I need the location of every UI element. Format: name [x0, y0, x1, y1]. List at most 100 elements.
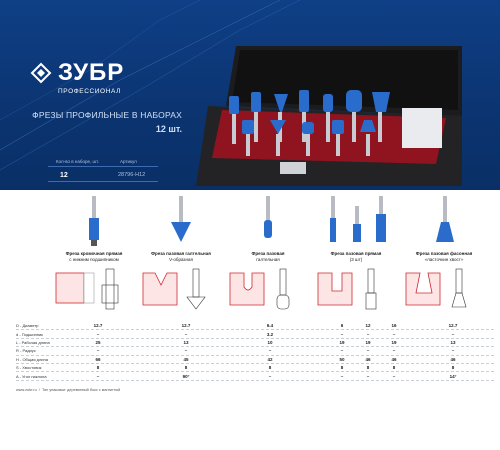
product-cove-groove-bit: Фреза пазовая галтельная [222, 196, 314, 310]
table-cell: 46 [391, 356, 397, 362]
table-cell: – [366, 331, 370, 337]
table-cell: – [268, 373, 272, 379]
table-cell: – [392, 348, 396, 354]
table-cell: – [96, 331, 100, 337]
zubr-logo-icon [30, 62, 52, 84]
table-cell: 16 [391, 323, 397, 329]
packaging-note: Тип упаковки: деревянный бокс с магнитно… [41, 388, 121, 392]
product-subname: «ласточкин хвост» [424, 257, 464, 262]
profile-drawing-icon [142, 268, 206, 310]
product-dovetail-bit: Фреза пазовая фасонная «ласточкин хвост» [398, 196, 490, 308]
product-name: Фреза кромочная прямая [65, 251, 123, 256]
banner: ЗУБР ПРОФЕССИОНАЛ ФРЕЗЫ ПРОФИЛЬНЫЕ В НАБ… [0, 0, 500, 190]
product-subname: галтельная [256, 257, 280, 262]
product-straight-groove-bits: Фреза пазовая прямая (3 шт) [310, 196, 402, 310]
table-cell: – [96, 348, 100, 354]
row-label: L - Рабочая длина [16, 339, 50, 345]
table-cell: 12.7 [448, 323, 458, 329]
table-cell: 8 [451, 365, 455, 371]
footer: www.zubr.ru / Тип упаковки: деревянный б… [16, 388, 121, 392]
table-cell: 3.2 [266, 331, 274, 337]
cove-bit-icon [264, 196, 272, 238]
table-row: L - Рабочая длина 25 13 10 19 19 19 13 [16, 339, 494, 348]
profile-drawing-icon [405, 268, 467, 308]
product-subname: V-образная [169, 257, 193, 262]
banner-decor [0, 0, 301, 171]
table-cell: 12.7 [181, 323, 191, 329]
table-row: S - Хвостовик 8 8 8 8 8 8 8 [16, 364, 494, 373]
profile-drawing-icon [229, 268, 290, 310]
row-label: d - Подшипник [16, 331, 43, 337]
table-cell: 46 [365, 356, 371, 362]
table-cell: 8 [268, 365, 272, 371]
table-cell: – [392, 373, 396, 379]
product-name: Фреза пазовая галтельная [151, 251, 211, 256]
table-cell: 10 [267, 339, 273, 345]
straight-bearing-bit-icon [89, 196, 99, 246]
table-cell: – [340, 331, 344, 337]
row-label: D - Диаметр [16, 323, 39, 329]
dovetail-bit-icon [436, 196, 454, 242]
row-label: S - Хвостовик [16, 365, 42, 371]
product-title: ФРЕЗЫ ПРОФИЛЬНЫЕ В НАБОРАХ [32, 110, 182, 120]
table-cell: 66 [95, 356, 101, 362]
profile-drawing-icon [317, 268, 377, 310]
table-cell: 19 [391, 339, 397, 345]
table-cell: 90° [182, 373, 190, 379]
qty-label: Кол-во в наборе, шт. [56, 159, 99, 164]
table-cell: 13 [183, 339, 189, 345]
website-link[interactable]: www.zubr.ru [16, 388, 37, 392]
row-label: H - Общая длина [16, 356, 48, 362]
qty-value: 12 [60, 172, 68, 179]
product-straight-edge-bit: Фреза кромочная прямая с нижним подшипни… [48, 196, 140, 310]
article-value: 28796-H12 [118, 172, 146, 178]
table-cell: 13 [450, 339, 456, 345]
router-bit-case-image [196, 46, 462, 186]
table-cell: 25 [95, 339, 101, 345]
table-cell: – [184, 331, 188, 337]
product-subname: (3 шт) [349, 257, 363, 262]
table-cell: 6.4 [266, 323, 274, 329]
table-cell: 19 [339, 339, 345, 345]
spec-divider-bottom [48, 181, 158, 182]
straight-bits-icon [330, 196, 386, 242]
product-count: 12 шт. [155, 124, 182, 134]
table-cell: 8 [184, 365, 188, 371]
table-cell: 50 [339, 356, 345, 362]
brand-name: ЗУБР [58, 59, 125, 86]
table-cell: – [451, 348, 455, 354]
table-cell: 8 [340, 365, 344, 371]
table-cell: 6 [340, 323, 344, 329]
product-name: Фреза пазовая [251, 251, 285, 256]
profile-drawing-icon [55, 268, 119, 310]
table-cell: 8 [392, 365, 396, 371]
row-label: R - Радиус [16, 348, 36, 354]
table-cell: – [268, 348, 272, 354]
table-cell: 46 [450, 356, 456, 362]
table-cell: – [451, 331, 455, 337]
table-cell: 45 [183, 356, 189, 362]
table-cell: – [340, 348, 344, 354]
table-cell: 14° [449, 373, 457, 379]
table-cell: 8 [96, 365, 100, 371]
table-row: d - Подшипник – – 3.2 – – – – [16, 330, 494, 339]
table-cell: – [366, 373, 370, 379]
product-v-groove-bit: Фреза пазовая галтельная V-образная [135, 196, 227, 310]
article-label: Артикул [120, 159, 137, 164]
table-cell: 42 [267, 356, 273, 362]
brand-subtitle: ПРОФЕССИОНАЛ [58, 88, 121, 95]
table-cell: – [392, 331, 396, 337]
table-row: A - Угол наклона–90°––––14° [16, 372, 494, 381]
v-groove-bit-icon [171, 196, 191, 242]
table-row: R - Радиус – – – – – – – [16, 347, 494, 356]
table-cell: – [184, 348, 188, 354]
table-cell: 19 [365, 339, 371, 345]
table-cell: – [96, 373, 100, 379]
table-cell: 8 [366, 365, 370, 371]
product-subname: с нижним подшипником [69, 257, 119, 262]
product-name: Фреза пазовая фасонная [415, 251, 473, 256]
row-label: A - Угол наклона [16, 373, 47, 379]
table-cell: – [366, 348, 370, 354]
